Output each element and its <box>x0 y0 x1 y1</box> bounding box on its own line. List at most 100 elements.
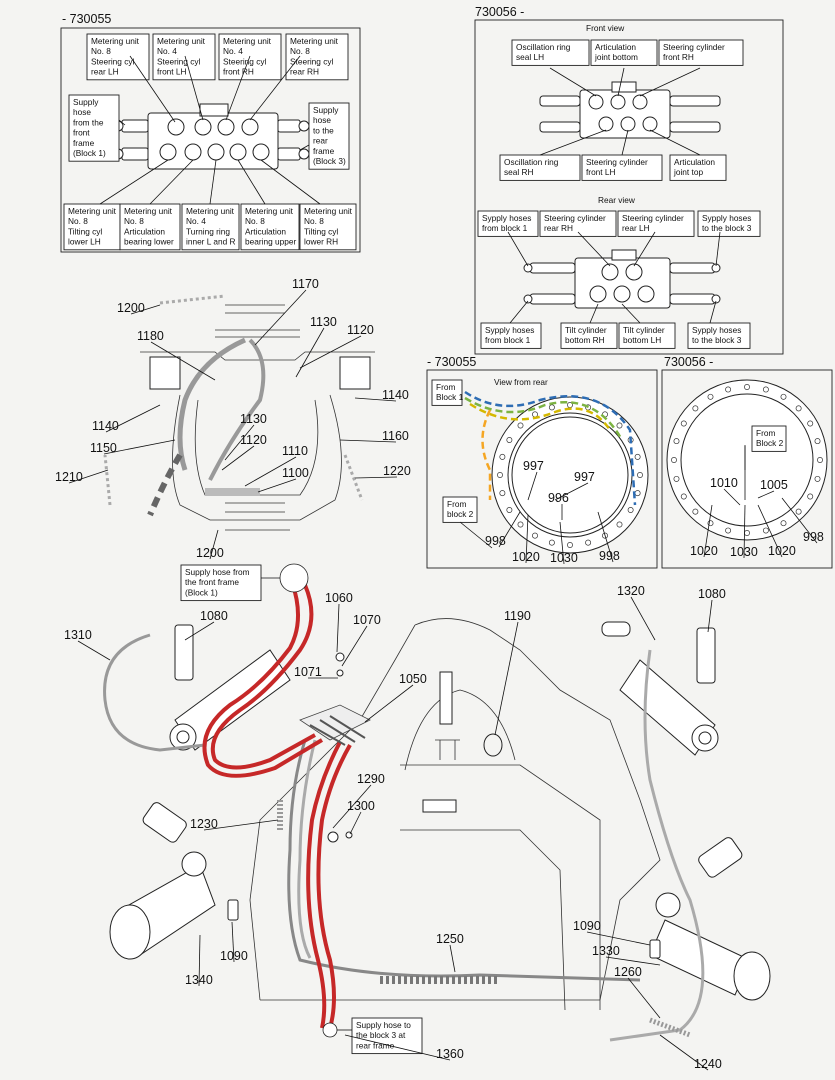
label-line: lower RH <box>304 237 338 247</box>
label-line: joint bottom <box>594 52 638 62</box>
part-number-label: 1140 <box>382 388 409 402</box>
label-line: Steering cylinder <box>622 213 684 223</box>
label-line: Tilting cyl <box>68 226 102 236</box>
part-number-1340: 1340 <box>185 934 213 987</box>
part-number-label: 1080 <box>200 609 228 623</box>
part-number-label: 997 <box>523 459 544 473</box>
bolt-hole <box>692 405 699 412</box>
part-number-997: 997 <box>554 470 595 501</box>
label-line: From <box>436 382 455 392</box>
label-line: (Block 3) <box>313 156 346 166</box>
label-line: from block 1 <box>482 223 528 233</box>
label-line: Supply hose to <box>356 1020 411 1030</box>
oscillation-ring-front <box>666 379 828 541</box>
label-line: Supply hose from <box>185 567 250 577</box>
part-number-1100: 1100 <box>257 466 309 493</box>
label-line: Metering unit <box>304 206 353 216</box>
panel-ring-730055 <box>426 369 658 569</box>
part-number-1290: 1290 <box>332 772 385 829</box>
part-number-998: 998 <box>597 511 620 563</box>
bolt-hole <box>814 438 821 445</box>
part-number-label: 1090 <box>573 919 601 933</box>
part-number-1250: 1250 <box>436 932 464 973</box>
label-line: bearing upper <box>245 237 296 247</box>
bolt-hole <box>548 404 555 411</box>
part-number-1020: 1020 <box>690 504 718 558</box>
part-number-label: 1290 <box>357 772 385 786</box>
label-line: (Block 1) <box>185 587 218 597</box>
bolt-hole <box>634 453 641 460</box>
label-line: front <box>73 128 90 138</box>
label-line: bottom LH <box>623 335 661 345</box>
part-number-label: 1010 <box>710 476 738 490</box>
part-number-1050: 1050 <box>364 672 427 723</box>
part-number-label: 1130 <box>240 412 267 426</box>
part-number-label: 998 <box>599 549 620 563</box>
small-fittings <box>227 652 661 959</box>
front-frame-drawing <box>103 294 375 531</box>
bolt-hole <box>616 521 623 528</box>
label-line: Metering unit <box>290 36 339 46</box>
part-number-label: 1130 <box>310 315 337 329</box>
part-number-label: 1220 <box>383 464 411 478</box>
part-number-998: 998 <box>781 497 824 544</box>
supply-hose-end-front <box>279 563 309 593</box>
part-number-label: 1140 <box>92 419 119 433</box>
section-title-730056: 730056 - <box>475 5 524 19</box>
part-number-label: 1120 <box>347 323 374 337</box>
section-title-ring-730055: - 730055 <box>427 355 476 369</box>
label-line: Block 2 <box>756 438 784 448</box>
label-line: lower LH <box>68 237 101 247</box>
part-number-1260: 1260 <box>614 965 661 1019</box>
part-number-label: 996 <box>548 491 569 505</box>
label-line: seal LH <box>516 52 544 62</box>
label-line: Steering cylinder <box>663 42 725 52</box>
part-number-label: 1071 <box>294 665 322 679</box>
bolt-hole <box>744 384 750 390</box>
part-number-label: 998 <box>803 530 824 544</box>
part-number-label: 1210 <box>55 470 83 484</box>
part-number-label: 1360 <box>436 1047 464 1061</box>
part-number-label: 1310 <box>64 628 92 642</box>
label-line: No. 8 <box>304 216 324 226</box>
part-number-label: 1200 <box>196 546 224 560</box>
label-line: rear RH <box>290 67 319 77</box>
label-line: Sypply hoses <box>485 325 534 335</box>
part-number-1005: 1005 <box>757 478 788 499</box>
part-number-1071: 1071 <box>294 665 338 679</box>
part-number-label: 997 <box>574 470 595 484</box>
label-line: the front frame <box>185 577 239 587</box>
bolt-hole <box>692 508 699 515</box>
part-number-label: 1160 <box>382 429 409 443</box>
part-number-1090: 1090 <box>573 919 651 946</box>
label-line: seal RH <box>504 167 534 177</box>
label-line: Metering unit <box>186 206 235 216</box>
bolt-hole <box>780 393 787 400</box>
part-number-1310: 1310 <box>64 628 111 661</box>
label-line: Metering unit <box>157 36 206 46</box>
bolt-hole <box>680 420 687 427</box>
part-number-label: 1030 <box>550 551 578 565</box>
label-line: Metering unit <box>91 36 140 46</box>
bolt-hole <box>634 490 641 497</box>
part-number-1110: 1110 <box>244 444 308 487</box>
label-line: Oscillation ring <box>504 157 559 167</box>
part-number-label: 1260 <box>614 965 642 979</box>
part-number-1240: 1240 <box>659 1034 722 1071</box>
label-line: Steering cyl <box>223 56 267 66</box>
label-line: Supply <box>73 97 99 107</box>
